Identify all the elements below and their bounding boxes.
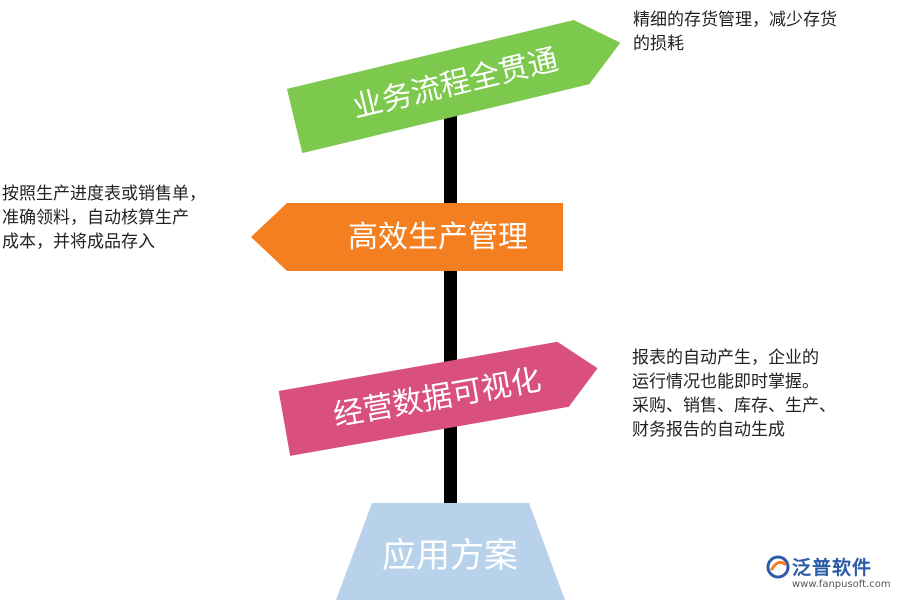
logo-name: 泛普软件 bbox=[792, 557, 873, 579]
note-1-line-1: 精细的存货管理，减少存货 bbox=[633, 10, 837, 30]
note-reports: 报表的自动产生，企业的 运行情况也能即时掌握。 采购、销售、库存、生产、 财务报… bbox=[632, 346, 836, 442]
base-trapezoid bbox=[336, 503, 565, 600]
note-2-line-1: 按照生产进度表或销售单， bbox=[2, 184, 206, 204]
logo-mark-icon bbox=[766, 555, 790, 579]
sign-3-arrow bbox=[278, 341, 598, 456]
logo-mark-ring bbox=[766, 555, 790, 579]
note-inventory: 精细的存货管理，减少存货 的损耗 bbox=[633, 8, 837, 56]
signpost-pole bbox=[444, 92, 457, 507]
fanpusoft-logo: 泛普软件 www.fanpusoft.com bbox=[766, 553, 894, 597]
sign-2-label: 高效生产管理 bbox=[348, 220, 528, 255]
logo-mark-swoosh bbox=[770, 560, 787, 571]
note-1-line-2: 的损耗 bbox=[633, 34, 684, 54]
note-3-line-4: 财务报告的自动生成 bbox=[632, 420, 785, 440]
note-2-line-3: 成本，并将成品存入 bbox=[2, 232, 155, 252]
note-3-line-1: 报表的自动产生，企业的 bbox=[632, 348, 819, 368]
note-3-line-2: 运行情况也能即时掌握。 bbox=[632, 372, 819, 392]
sign-2-arrow bbox=[251, 203, 563, 271]
note-2-line-2: 准确领料，自动核算生产 bbox=[2, 208, 189, 228]
sign-data-visualization: 经营数据可视化 bbox=[278, 341, 598, 456]
note-production: 按照生产进度表或销售单， 准确领料，自动核算生产 成本，并将成品存入 bbox=[2, 182, 206, 254]
note-3-line-3: 采购、销售、库存、生产、 bbox=[632, 396, 836, 416]
logo-url: www.fanpusoft.com bbox=[792, 579, 891, 590]
sign-1-arrow bbox=[286, 20, 621, 154]
base-label: 应用方案 bbox=[382, 536, 518, 576]
sign-business-process: 业务流程全贯通 bbox=[286, 20, 621, 154]
